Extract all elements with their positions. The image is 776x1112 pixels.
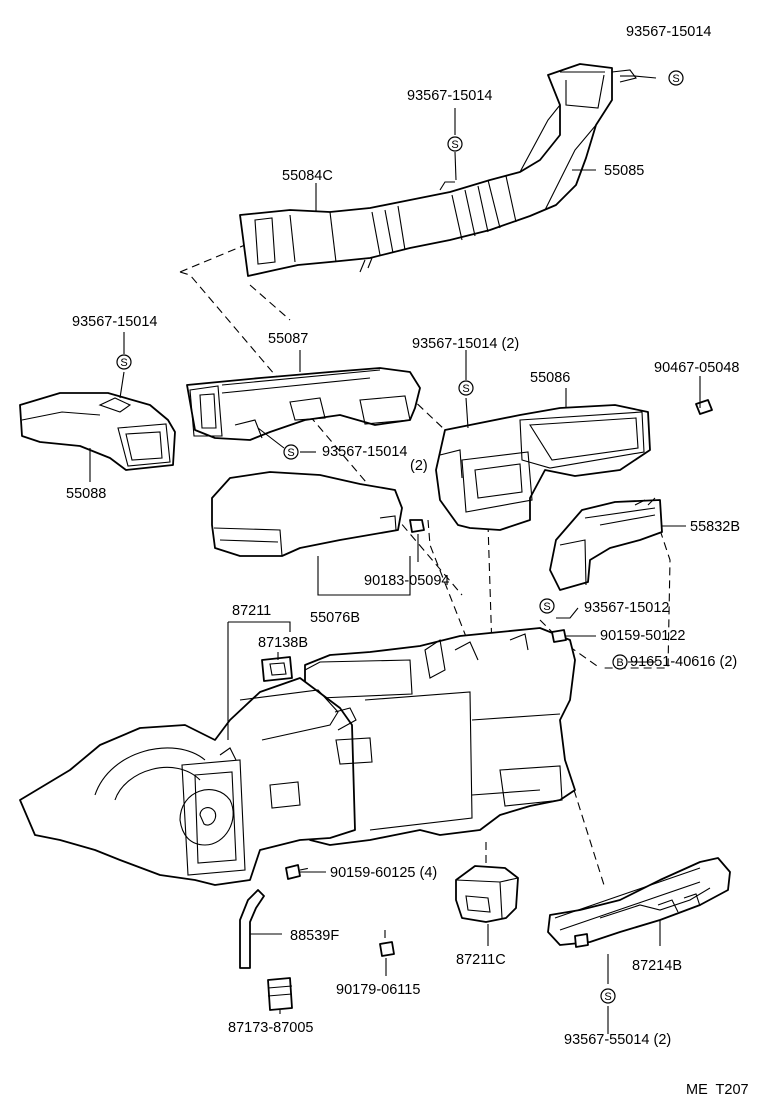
screw-symbol-icon: S [600, 988, 616, 1004]
duct-55084c [239, 63, 637, 277]
screw-symbol-icon: S [116, 354, 132, 370]
callout-55087: 55087 [268, 331, 308, 347]
clip-90183-icon [409, 519, 425, 533]
svg-text:S: S [543, 601, 550, 613]
callout-87211c: 87211C [456, 952, 506, 968]
callout-55084c: 55084C [282, 168, 333, 184]
svg-text:S: S [287, 447, 294, 459]
callout-90159-60125: 90159-60125 (4) [330, 865, 437, 881]
callout-90179-06115: 90179-06115 [336, 982, 420, 998]
svg-text:S: S [120, 357, 127, 369]
callout-55076b: 55076B [310, 610, 360, 626]
callout-87214b: 87214B [632, 958, 682, 974]
screw-93567-55014-icon [574, 933, 589, 948]
callout-90183-05094: 90183-05094 [364, 573, 449, 589]
callout-90467-05048: 90467-05048 [654, 360, 739, 376]
clip-90467-icon [695, 399, 713, 415]
callout-87173-87005: 87173-87005 [228, 1020, 313, 1036]
symbols: S S S S S S B S [116, 70, 684, 1004]
callout-93567-15014-mid: 93567-15014 [322, 444, 407, 460]
callout-93567-15014-top: 93567-15014 [626, 24, 711, 40]
fasteners [285, 399, 713, 957]
callout-labels: 93567-15014 93567-15014 55084C 55085 935… [66, 24, 749, 1098]
callout-93567-15014-2: 93567-15014 (2) [412, 336, 519, 352]
bolt-symbol-icon: B [612, 654, 628, 670]
callout-87138b: 87138B [258, 635, 308, 651]
grommet-87173 [267, 977, 293, 1011]
svg-text:S: S [451, 139, 458, 151]
callout-55085: 55085 [604, 163, 644, 179]
svg-text:S: S [672, 73, 679, 85]
duct-55088 [19, 392, 176, 471]
heater-case [299, 627, 576, 846]
svg-text:S: S [604, 991, 611, 1003]
screw-symbol-icon: S [283, 444, 299, 460]
callout-93567-15014-left: 93567-15014 [72, 314, 157, 330]
screw-symbol-icon: S [447, 136, 463, 152]
nut-90179-icon [379, 941, 395, 957]
leader-lines [89, 75, 701, 1034]
duct-55076b [211, 471, 403, 557]
component-87211c [455, 865, 519, 923]
callout-qty-2: (2) [410, 458, 428, 474]
screw-symbol-icon: S [458, 380, 474, 396]
duct-87214b [547, 857, 731, 946]
callout-55832b: 55832B [690, 519, 740, 535]
duct-55086 [435, 404, 651, 531]
duct-55087 [186, 367, 421, 441]
callout-93567-55014: 93567-55014 (2) [564, 1032, 671, 1048]
callout-91651-40616: 91651-40616 (2) [630, 654, 737, 670]
clip-87138b [261, 656, 293, 682]
callout-87211: 87211 [232, 603, 271, 619]
bolt-90159-60125-icon [285, 864, 301, 880]
callout-55088: 55088 [66, 486, 106, 502]
callout-90159-50122: 90159-50122 [600, 628, 685, 644]
screw-symbol-icon: S [668, 70, 684, 86]
blower-unit-87211 [19, 677, 373, 886]
diagram-code: ME T207 [686, 1082, 749, 1098]
screw-symbol-icon: S [539, 598, 555, 614]
svg-text:B: B [616, 657, 623, 669]
callout-93567-15014-upper: 93567-15014 [407, 88, 492, 104]
callout-55086: 55086 [530, 370, 570, 386]
hose-88539f [239, 889, 265, 969]
callout-88539f: 88539F [290, 928, 339, 944]
duct-55832b [549, 497, 663, 591]
svg-text:S: S [462, 383, 469, 395]
bolt-90159-50122-icon [551, 629, 567, 643]
callout-93567-15012: 93567-15012 [584, 600, 669, 616]
